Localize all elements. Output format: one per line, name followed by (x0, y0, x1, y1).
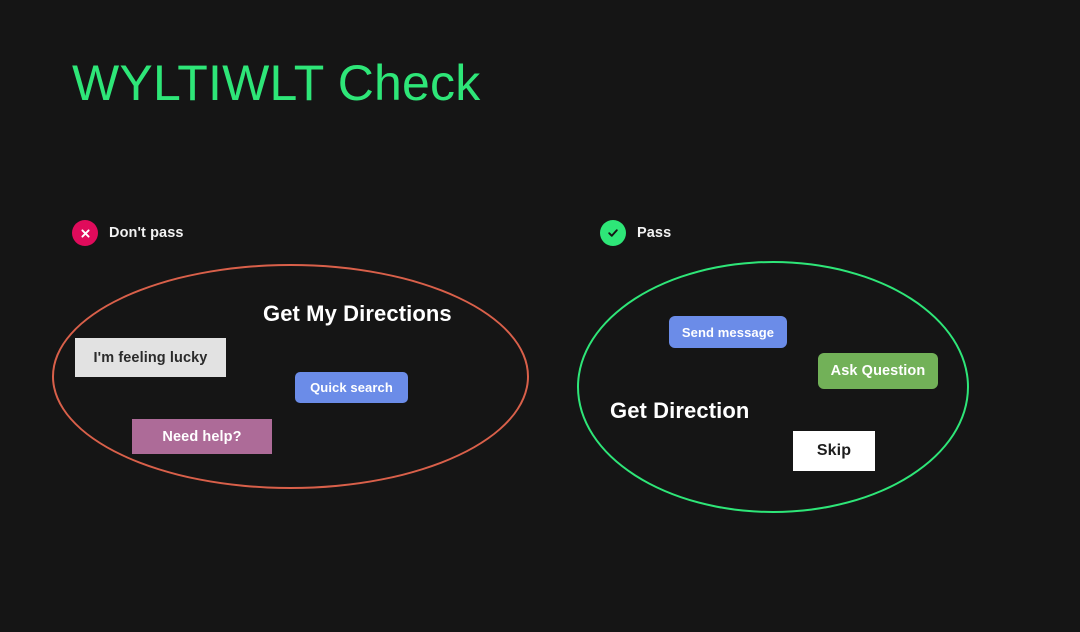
chip-im-feeling-lucky[interactable]: I'm feeling lucky (75, 338, 226, 377)
legend-label-dont-pass: Don't pass (109, 225, 184, 241)
page-title: WYLTIWLT Check (72, 55, 481, 111)
group-heading-dont-pass: Get My Directions (263, 301, 452, 326)
legend-item-pass: Pass (600, 220, 671, 246)
chip-ask-question[interactable]: Ask Question (818, 353, 938, 389)
chip-skip[interactable]: Skip (793, 431, 875, 471)
group-outline-pass (577, 261, 969, 513)
chip-need-help[interactable]: Need help? (132, 419, 272, 454)
chip-quick-search[interactable]: Quick search (295, 372, 408, 403)
legend-item-dont-pass: Don't pass (72, 220, 184, 246)
group-outline-dont-pass (52, 264, 529, 489)
group-heading-pass: Get Direction (610, 398, 750, 423)
legend-label-pass: Pass (637, 225, 672, 241)
circle-check-icon (600, 220, 626, 246)
chip-send-message[interactable]: Send message (669, 316, 787, 348)
circle-x-icon (72, 220, 98, 246)
